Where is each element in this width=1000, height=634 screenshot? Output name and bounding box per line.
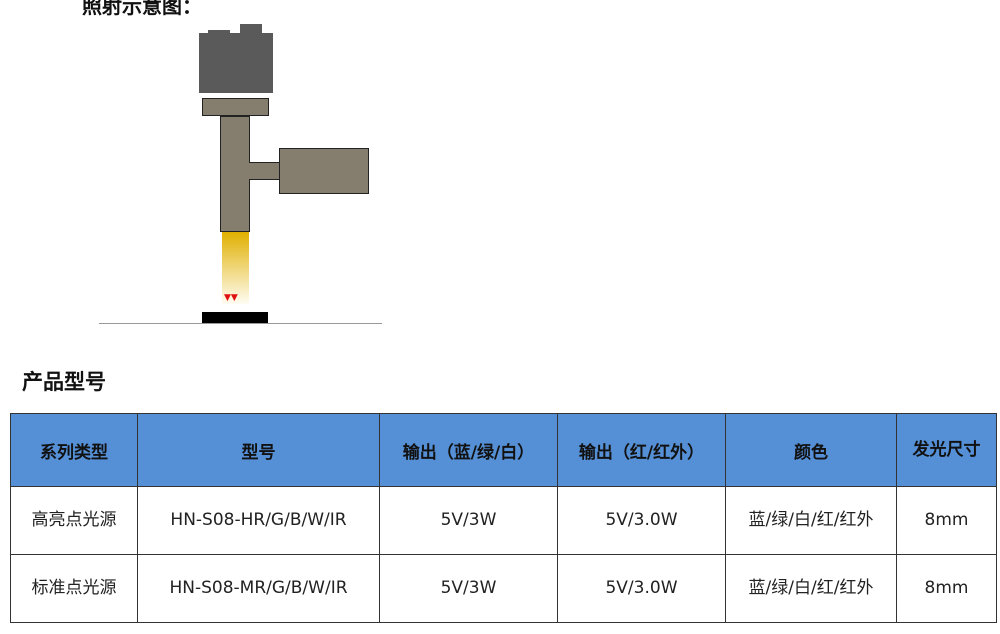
cell-series: 标准点光源 <box>10 554 138 623</box>
cell-output-rir: 5V/3.0W <box>557 486 726 555</box>
cell-series: 高亮点光源 <box>10 486 138 555</box>
cell-color: 蓝/绿/白/红/红外 <box>725 554 897 623</box>
light-connector <box>249 162 281 180</box>
header-size: 发光尺寸 <box>896 413 997 487</box>
cell-output-rir: 5V/3.0W <box>557 554 726 623</box>
table-row: 标准点光源 HN-S08-MR/G/B/W/IR 5V/3W 5V/3.0W 蓝… <box>10 554 997 623</box>
table-row: 高亮点光源 HN-S08-HR/G/B/W/IR 5V/3W 5V/3.0W 蓝… <box>10 486 997 555</box>
cell-model: HN-S08-HR/G/B/W/IR <box>137 486 380 555</box>
arrow-icon: ▼▼ <box>224 293 238 303</box>
target-object <box>202 312 268 324</box>
light-beam <box>222 232 249 304</box>
camera-knob <box>240 24 262 36</box>
lens-tube <box>220 116 250 232</box>
cell-output-bgw: 5V/3W <box>379 554 558 623</box>
point-light-source <box>279 148 369 194</box>
camera-knob <box>208 30 230 36</box>
lens-flange <box>202 98 269 116</box>
table-header-row: 系列类型 型号 输出（蓝/绿/白） 输出（红/红外） 颜色 发光尺寸 <box>10 413 997 487</box>
cell-model: HN-S08-MR/G/B/W/IR <box>137 554 380 623</box>
product-model-table: 系列类型 型号 输出（蓝/绿/白） 输出（红/红外） 颜色 发光尺寸 高亮点光源… <box>10 413 997 623</box>
diagram-title: 照射示意图： <box>82 0 202 18</box>
cell-color: 蓝/绿/白/红/红外 <box>725 486 897 555</box>
cell-size: 8mm <box>896 554 997 623</box>
camera-icon <box>199 33 273 93</box>
section-title: 产品型号 <box>22 370 106 394</box>
header-output-bgw: 输出（蓝/绿/白） <box>379 413 558 487</box>
header-color: 颜色 <box>725 413 897 487</box>
ground-line <box>99 323 382 324</box>
header-series: 系列类型 <box>10 413 138 487</box>
cell-size: 8mm <box>896 486 997 555</box>
cell-output-bgw: 5V/3W <box>379 486 558 555</box>
header-output-rir: 输出（红/红外） <box>557 413 726 487</box>
header-model: 型号 <box>137 413 380 487</box>
